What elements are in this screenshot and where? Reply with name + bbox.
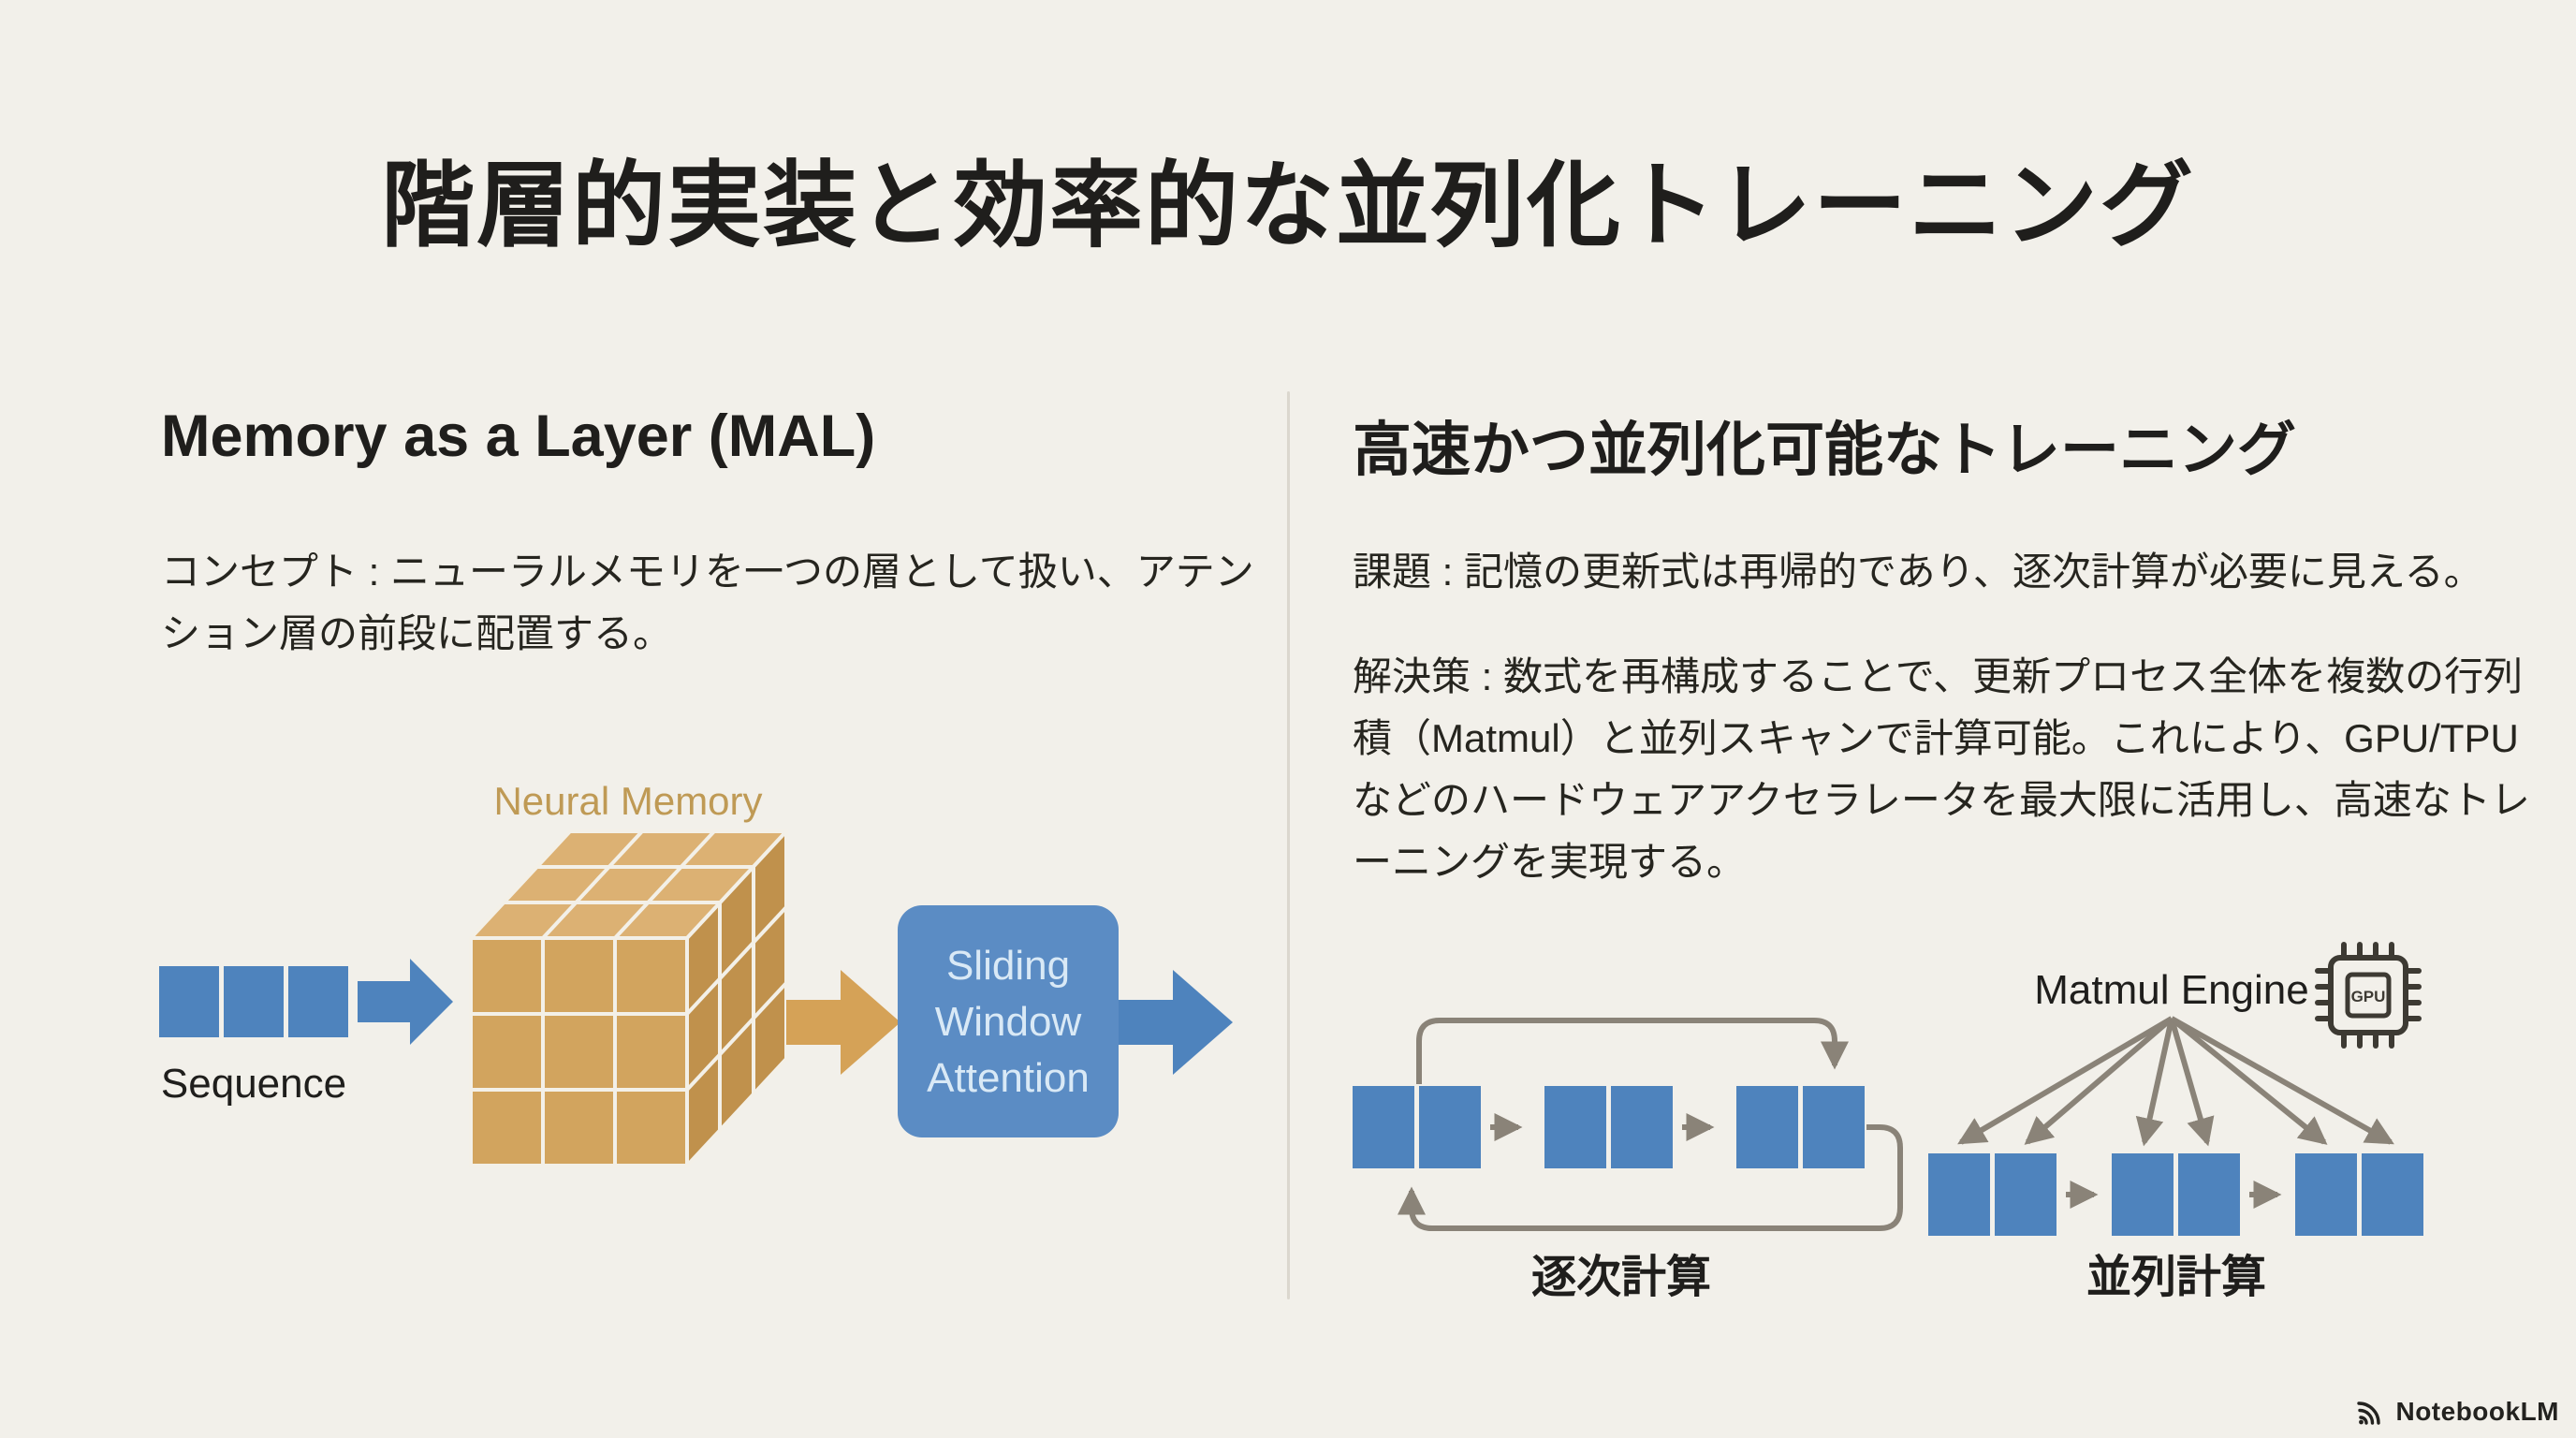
column-divider	[1287, 391, 1290, 1299]
sequential-computation-blocks	[1353, 1086, 1865, 1168]
sequential-feedback-loop-arrow	[1398, 1124, 1903, 1231]
sequential-computation-label: 逐次計算	[1531, 1253, 1711, 1302]
notebooklm-brand-text: NotebookLM	[2395, 1397, 2559, 1426]
left-concept-text: コンセプト : ニューラルメモリを一つの層として扱い、アテンション層の前段に配置…	[161, 550, 1254, 655]
gpu-chip-label: GPU	[2351, 988, 2386, 1005]
memory-to-attention-arrow	[786, 970, 900, 1075]
attention-output-arrow	[1119, 970, 1233, 1075]
left-column-heading: Memory as a Layer (MAL)	[161, 404, 876, 469]
right-column-heading: 高速かつ並列化可能なトレーニング	[1353, 418, 2296, 483]
sliding-window-attention-box	[898, 905, 1119, 1137]
solution-text: 解決策 : 数式を再構成することで、更新プロセス全体を複数の行列積（Matmul…	[1353, 654, 2530, 884]
slide-title: 階層的実装と効率的な並列化トレーニング	[381, 154, 2195, 258]
sequence-label: Sequence	[161, 1061, 346, 1107]
matmul-fan-arrows	[1957, 1016, 2394, 1147]
attention-box-line1: Sliding	[946, 943, 1070, 989]
mal-diagram: Neural Memory Sequence Sliding Window At…	[159, 779, 1233, 1167]
parallel-computation-blocks	[1928, 1153, 2423, 1236]
sequence-to-memory-arrow	[358, 959, 453, 1045]
attention-box-line3: Attention	[927, 1055, 1090, 1101]
gpu-chip-icon: GPU	[2315, 942, 2422, 1049]
parallel-computation-label: 並列計算	[2086, 1253, 2266, 1302]
neural-memory-label: Neural Memory	[493, 779, 762, 823]
matmul-engine-label: Matmul Engine	[2034, 967, 2308, 1013]
attention-box-line2: Window	[935, 999, 1082, 1045]
problem-text: 課題 : 記憶の更新式は再帰的であり、逐次計算が必要に見える。	[1353, 550, 2483, 594]
training-diagram: 逐次計算 Matmul Engine GPU	[1353, 942, 2423, 1302]
neural-memory-cube	[469, 829, 788, 1167]
sequential-forward-loop-arrow	[1416, 1018, 1849, 1084]
notebooklm-logo-icon	[2357, 1401, 2381, 1425]
sequence-token-blocks	[159, 966, 348, 1037]
notebooklm-brand: NotebookLM	[2355, 1397, 2559, 1427]
